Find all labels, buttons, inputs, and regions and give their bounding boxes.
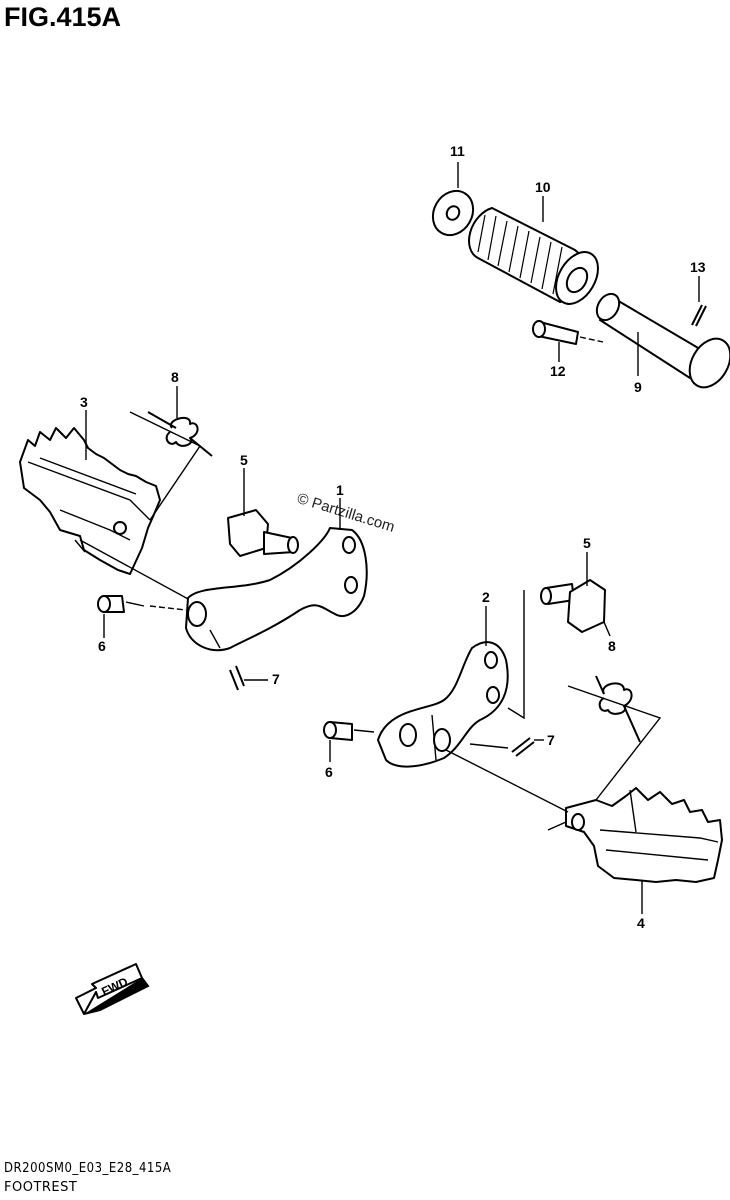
callout-numbers: 11 10 13 12 9 8 3 5 1 6 7 2 5 8 6 7 4	[80, 143, 706, 931]
callout-1: 1	[336, 482, 344, 498]
bracket-1[interactable]	[185, 527, 368, 652]
pin-right-6[interactable]	[323, 721, 375, 741]
callout-6-left: 6	[98, 638, 106, 654]
bracket-2[interactable]	[377, 590, 525, 768]
callout-7-right: 7	[547, 732, 555, 748]
callout-7-left: 7	[272, 671, 280, 687]
callout-10: 10	[535, 179, 551, 195]
passenger-peg-9[interactable]	[592, 290, 730, 395]
fwd-arrow-icon: FWD	[75, 963, 150, 1015]
cotter-pin-13[interactable]	[691, 304, 707, 327]
leader-lines	[85, 162, 700, 914]
callout-11: 11	[450, 143, 465, 159]
cotter-pin-left-7[interactable]	[229, 665, 245, 691]
cotter-pin-right-7[interactable]	[469, 737, 535, 757]
footrest-right-4[interactable]	[445, 749, 723, 883]
callout-2: 2	[482, 589, 490, 605]
figure-title: FIG.415A	[4, 2, 122, 32]
footer-code: DR200SM0_E03_E28_415A	[4, 1161, 172, 1176]
footer-name: FOOTREST	[4, 1180, 78, 1195]
callout-5-left: 5	[240, 452, 248, 468]
callout-5-right: 5	[583, 535, 591, 551]
pin-12[interactable]	[532, 320, 604, 345]
washer-11[interactable]	[425, 184, 481, 243]
bolt-right-5[interactable]	[540, 579, 606, 633]
callout-3: 3	[80, 394, 88, 410]
callout-8-right: 8	[608, 638, 616, 654]
callout-8-left: 8	[171, 369, 179, 385]
callout-13: 13	[690, 259, 706, 275]
callout-12: 12	[550, 363, 566, 379]
callout-4: 4	[637, 915, 645, 931]
callout-6-right: 6	[325, 764, 333, 780]
pin-left-6[interactable]	[97, 595, 187, 613]
callout-9: 9	[634, 379, 642, 395]
footrest-rubber-10[interactable]	[468, 207, 607, 311]
spring-right-8[interactable]	[567, 675, 662, 801]
footrest-left-3[interactable]	[19, 427, 191, 601]
spring-left-8[interactable]	[129, 411, 213, 521]
bolt-left-5[interactable]	[227, 509, 299, 557]
